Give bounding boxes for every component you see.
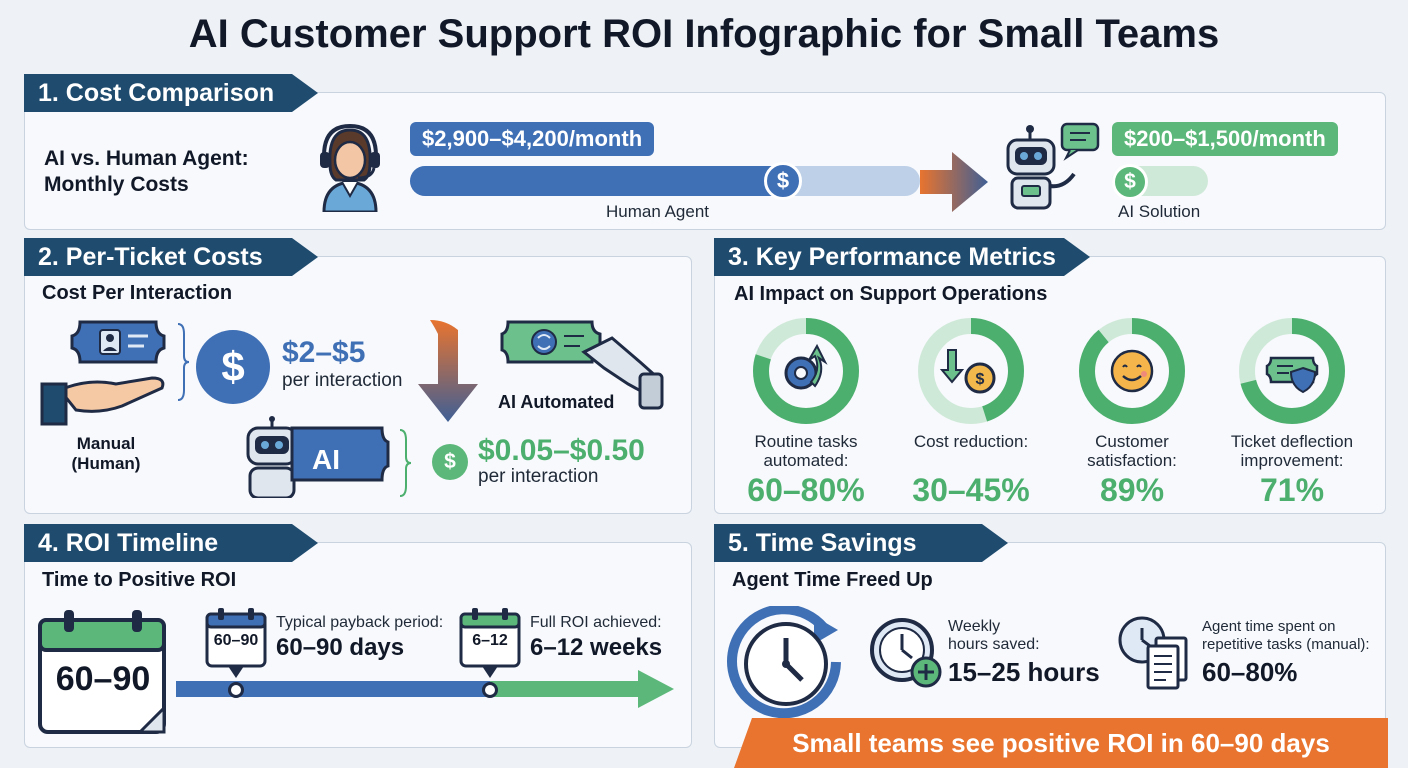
ai-robot-ticket-icon bbox=[246, 416, 390, 498]
manual-time-value: 60–80% bbox=[1202, 657, 1298, 687]
manual-cost-unit: per interaction bbox=[282, 370, 403, 391]
full-roi-label: Full ROI achieved: bbox=[530, 614, 662, 631]
metric-3-label: Ticket deflection improvement: bbox=[1230, 432, 1354, 470]
positive-roi-callout: Small teams see positive ROI in 60–90 da… bbox=[734, 718, 1388, 768]
ai-bracket-icon bbox=[399, 429, 412, 497]
payback-calendar-text: 60–90 bbox=[213, 632, 259, 649]
manual-bracket-icon bbox=[177, 323, 190, 401]
human-agent-label: Human Agent bbox=[606, 202, 710, 221]
monthly-costs-subtitle: AI vs. Human Agent: Monthly Costs bbox=[44, 147, 249, 196]
comparison-arrow-icon bbox=[920, 152, 988, 212]
weekly-hours-label: Weekly hours saved: bbox=[948, 618, 1040, 653]
big-calendar-text: 60–90 bbox=[55, 660, 151, 698]
ai-robot-chat-icon bbox=[1006, 122, 1100, 210]
timeline-bar-green bbox=[490, 681, 640, 697]
ai-cost-pill: $200–$1,500/month bbox=[1112, 122, 1338, 156]
metric-1-value: 30–45% bbox=[912, 472, 1030, 508]
metric-0-value: 60–80% bbox=[747, 472, 865, 508]
ai-cost-value: $0.05–$0.50 bbox=[478, 434, 645, 467]
page-title: AI Customer Support ROI Infographic for … bbox=[188, 12, 1220, 56]
timeline-marker-2 bbox=[482, 682, 498, 698]
svg-text:$: $ bbox=[976, 371, 985, 388]
key-metrics-panel bbox=[714, 256, 1386, 514]
big-calendar-icon bbox=[38, 610, 166, 734]
metric-2-value: 89% bbox=[1099, 472, 1165, 508]
manual-time-label: Agent time spent on repetitive tasks (ma… bbox=[1202, 618, 1370, 653]
time-savings-panel bbox=[714, 542, 1386, 748]
ai-brain-ticket-icon bbox=[500, 320, 664, 410]
timeline-bar-blue bbox=[176, 681, 490, 697]
manual-dollar-coin-icon: $ bbox=[196, 330, 270, 404]
metric-ring-2 bbox=[1079, 318, 1185, 424]
cost-comparison-panel bbox=[24, 92, 1386, 230]
clock-documents-icon bbox=[1118, 616, 1188, 690]
cost-down-arrow-icon bbox=[418, 320, 478, 422]
cost-down-coin-icon: $ bbox=[939, 349, 996, 394]
section-4-heading: 4. ROI Timeline bbox=[24, 524, 318, 562]
large-clock-icon bbox=[727, 606, 841, 718]
metric-1-label: Cost reduction: bbox=[913, 432, 1029, 451]
full-roi-calendar-text: 6–12 bbox=[472, 632, 508, 649]
ai-dollar-coin-icon: $ bbox=[1112, 164, 1148, 200]
agent-time-subtitle: Agent Time Freed Up bbox=[732, 569, 933, 591]
hand-ticket-icon bbox=[40, 320, 166, 426]
ai-solution-label: AI Solution bbox=[1118, 202, 1201, 221]
human-cost-bar-fill bbox=[410, 166, 800, 196]
ai-cost-unit: per interaction bbox=[478, 466, 599, 487]
metric-ring-0 bbox=[753, 318, 859, 424]
payback-label: Typical payback period: bbox=[276, 614, 444, 631]
full-roi-value: 6–12 weeks bbox=[530, 634, 663, 661]
section-2-heading: 2. Per-Ticket Costs bbox=[24, 238, 318, 276]
human-agent-headset-icon bbox=[320, 123, 380, 212]
ai-impact-subtitle: AI Impact on Support Operations bbox=[734, 283, 1048, 305]
section-3-heading: 3. Key Performance Metrics bbox=[714, 238, 1090, 276]
time-to-roi-subtitle: Time to Positive ROI bbox=[42, 569, 237, 591]
weekly-hours-value: 15–25 hours bbox=[948, 657, 1100, 687]
metric-ring-3 bbox=[1239, 318, 1345, 424]
timeline-marker-1 bbox=[228, 682, 244, 698]
section-1-heading: 1. Cost Comparison bbox=[24, 74, 318, 112]
full-roi-calendar-icon bbox=[459, 608, 521, 678]
manual-cost-value: $2–$5 bbox=[282, 336, 366, 369]
metric-2-label: Customer satisfaction: bbox=[1087, 432, 1177, 470]
ai-ticket-badge: AI bbox=[312, 444, 340, 475]
payback-calendar-icon bbox=[205, 608, 267, 678]
section-5-heading: 5. Time Savings bbox=[714, 524, 1008, 562]
manual-label: Manual (Human) bbox=[71, 434, 141, 473]
payback-value: 60–90 days bbox=[276, 634, 405, 661]
metric-3-value: 71% bbox=[1259, 472, 1325, 508]
human-cost-pill: $2,900–$4,200/month bbox=[410, 122, 655, 156]
smiley-face-icon bbox=[1110, 349, 1154, 393]
timeline-arrowhead-icon bbox=[638, 670, 674, 708]
clock-plus-icon bbox=[870, 618, 942, 688]
ai-automated-label: AI Automated bbox=[498, 392, 615, 412]
metric-ring-1: $ bbox=[918, 318, 1024, 424]
gear-arrow-icon bbox=[784, 343, 828, 390]
human-dollar-coin-icon: $ bbox=[764, 162, 802, 200]
ticket-shield-icon bbox=[1265, 356, 1319, 394]
cost-per-interaction-subtitle: Cost Per Interaction bbox=[42, 282, 233, 304]
ai-cost-dollar-coin-icon: $ bbox=[432, 444, 468, 480]
metric-0-label: Routine tasks automated: bbox=[754, 432, 858, 470]
